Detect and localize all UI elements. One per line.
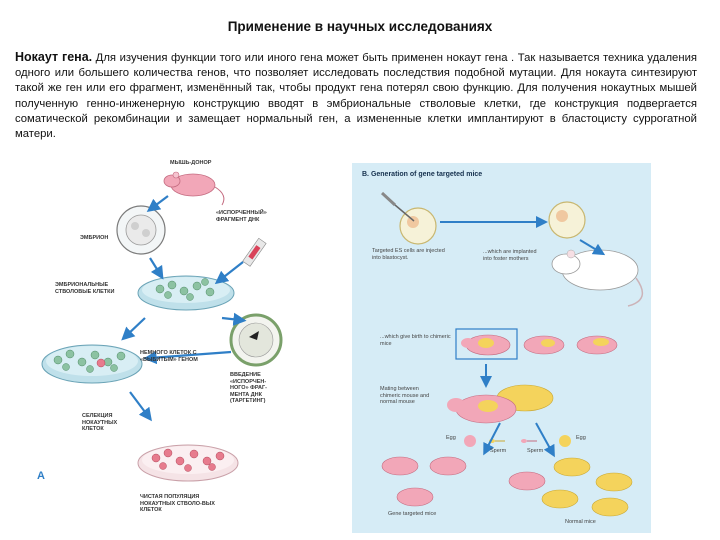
label-egg-left: Egg: [446, 435, 456, 441]
donor-mouse: [163, 171, 225, 206]
pure-population-dish: [137, 444, 239, 482]
knockout-cells-dish: [41, 344, 143, 384]
label-broken-dna: «ИСПОРЧЕННЫЙ» ФРАГМЕНТ ДНК: [216, 210, 267, 223]
gene-targeted-mice: [381, 456, 546, 507]
label-pure: ЧИСТАЯ ПОПУЛЯЦИЯ НОКАУТНЫХ СТВОЛО-ВЫХ КЛ…: [140, 494, 215, 513]
term-heading: Нокаут гена.: [15, 50, 93, 64]
label-chimeric: ...which give birth to chimeric mice: [380, 334, 451, 347]
label-insertion: ВВЕДЕНИЕ «ИСПОРЧЕН-НОГО» ФРАГ-МЕНТА ДНК …: [230, 372, 267, 404]
label-foster: ...which are implanted into foster mothe…: [483, 249, 537, 262]
foster-mother-mouse: [551, 249, 644, 307]
label-mating: Mating between chimeric mouse and normal…: [380, 386, 430, 405]
stem-cell-dish: [137, 275, 235, 311]
dna-fragment-tube: [242, 237, 267, 267]
figure-a-arrows: [121, 195, 247, 422]
normal-mice: [541, 457, 633, 517]
chimeric-mice: [461, 334, 618, 356]
gametes: [464, 435, 571, 447]
label-egg-right: Egg: [576, 435, 586, 441]
label-es-cells: Targeted ES cells are injected into blas…: [372, 248, 445, 261]
label-sperm-2: Sperm: [527, 448, 544, 454]
blastocyst-implanted: [548, 201, 586, 239]
mating-mice: [447, 384, 554, 424]
body-text: Для изучения функции того или иного гена…: [15, 52, 697, 141]
blastocyst-injection: [380, 191, 437, 245]
figure-b-arrows: [440, 216, 606, 458]
label-few-cells: НЕМНОГО КЛЕТОК С «ВЫБИТЫМ» ГЕНОМ: [140, 350, 198, 363]
label-normal-mice: Normal mice: [565, 519, 596, 525]
chimeric-highlight-box: [455, 328, 518, 360]
label-sperm-1: Sperm: [490, 448, 507, 454]
label-gene-targeted-mice: Gene targeted mice: [388, 511, 437, 517]
panel-a-letter: A: [37, 470, 45, 482]
slide-title: Применение в научных исследованиях: [227, 19, 493, 34]
label-stem-cells: ЭМБРИОНАЛЬНЫЕ СТВОЛОВЫЕ КЛЕТКИ: [55, 282, 115, 295]
targeting-cell: [229, 313, 283, 367]
label-donor: МЫШЬ-ДОНОР: [170, 160, 212, 166]
label-embryo: ЭМБРИОН: [80, 235, 109, 241]
body-paragraph: Нокаут гена. Для изучения функции того и…: [15, 50, 697, 142]
embryo-bubble: [116, 205, 166, 255]
label-selection: СЕЛЕКЦИЯ НОКАУТНЫХ КЛЕТОК: [82, 413, 118, 432]
figure-b-title: B. Generation of gene targeted mice: [362, 171, 483, 178]
